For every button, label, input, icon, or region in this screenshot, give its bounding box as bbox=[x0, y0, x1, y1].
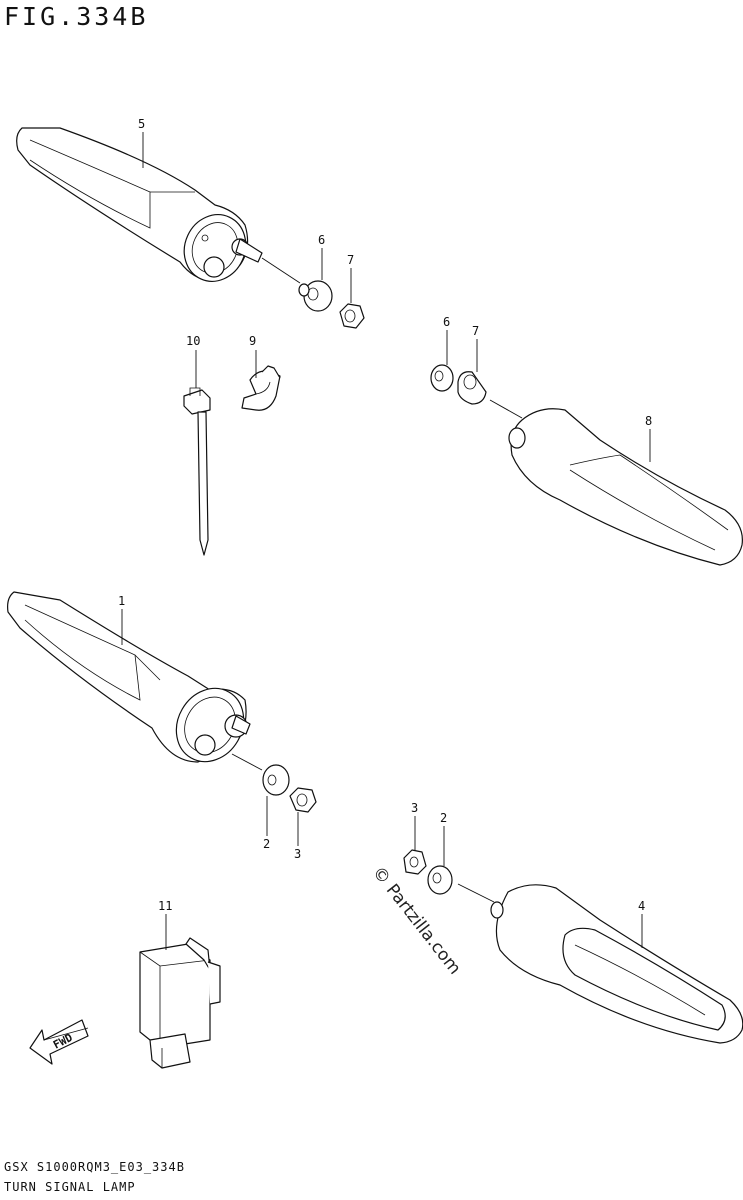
callout-3-left: 3 bbox=[294, 847, 301, 861]
callout-7-right: 7 bbox=[472, 324, 479, 338]
nut-7-right[interactable] bbox=[457, 371, 487, 405]
diagram-name: TURN SIGNAL LAMP bbox=[4, 1180, 136, 1194]
nut-3-right[interactable] bbox=[403, 849, 427, 875]
callout-5: 5 bbox=[138, 117, 145, 131]
washer-2-left[interactable] bbox=[262, 764, 290, 796]
cable-tie-10[interactable] bbox=[183, 387, 211, 556]
nut-3-left[interactable] bbox=[289, 787, 317, 813]
washer-6-right[interactable] bbox=[430, 364, 454, 392]
callout-10: 10 bbox=[186, 334, 200, 348]
figure-title: FIG.334B bbox=[4, 2, 149, 31]
washer-6-upper[interactable] bbox=[298, 280, 333, 312]
callout-1: 1 bbox=[118, 594, 125, 608]
callout-11: 11 bbox=[158, 899, 172, 913]
clamp-9[interactable] bbox=[241, 365, 281, 411]
callout-6-upper: 6 bbox=[318, 233, 325, 247]
turn-signal-lamp-1[interactable] bbox=[7, 591, 257, 774]
callout-8: 8 bbox=[645, 414, 652, 428]
washer-2-right[interactable] bbox=[427, 865, 453, 895]
turn-signal-lamp-4[interactable] bbox=[490, 884, 743, 1044]
callout-3-right: 3 bbox=[411, 801, 418, 815]
callout-2-right: 2 bbox=[440, 811, 447, 825]
callout-7-upper: 7 bbox=[347, 253, 354, 267]
diagram-code: GSX S1000RQM3_E03_334B bbox=[4, 1160, 185, 1174]
callout-6-right: 6 bbox=[443, 315, 450, 329]
turn-signal-lamp-5[interactable] bbox=[16, 127, 263, 291]
nut-7-upper[interactable] bbox=[339, 303, 365, 329]
callout-9: 9 bbox=[249, 334, 256, 348]
callout-4: 4 bbox=[638, 899, 645, 913]
relay-11[interactable] bbox=[139, 937, 221, 1069]
fwd-arrow-icon: FWD bbox=[29, 1019, 89, 1065]
callout-2-left: 2 bbox=[263, 837, 270, 851]
turn-signal-lamp-8[interactable] bbox=[508, 408, 743, 566]
